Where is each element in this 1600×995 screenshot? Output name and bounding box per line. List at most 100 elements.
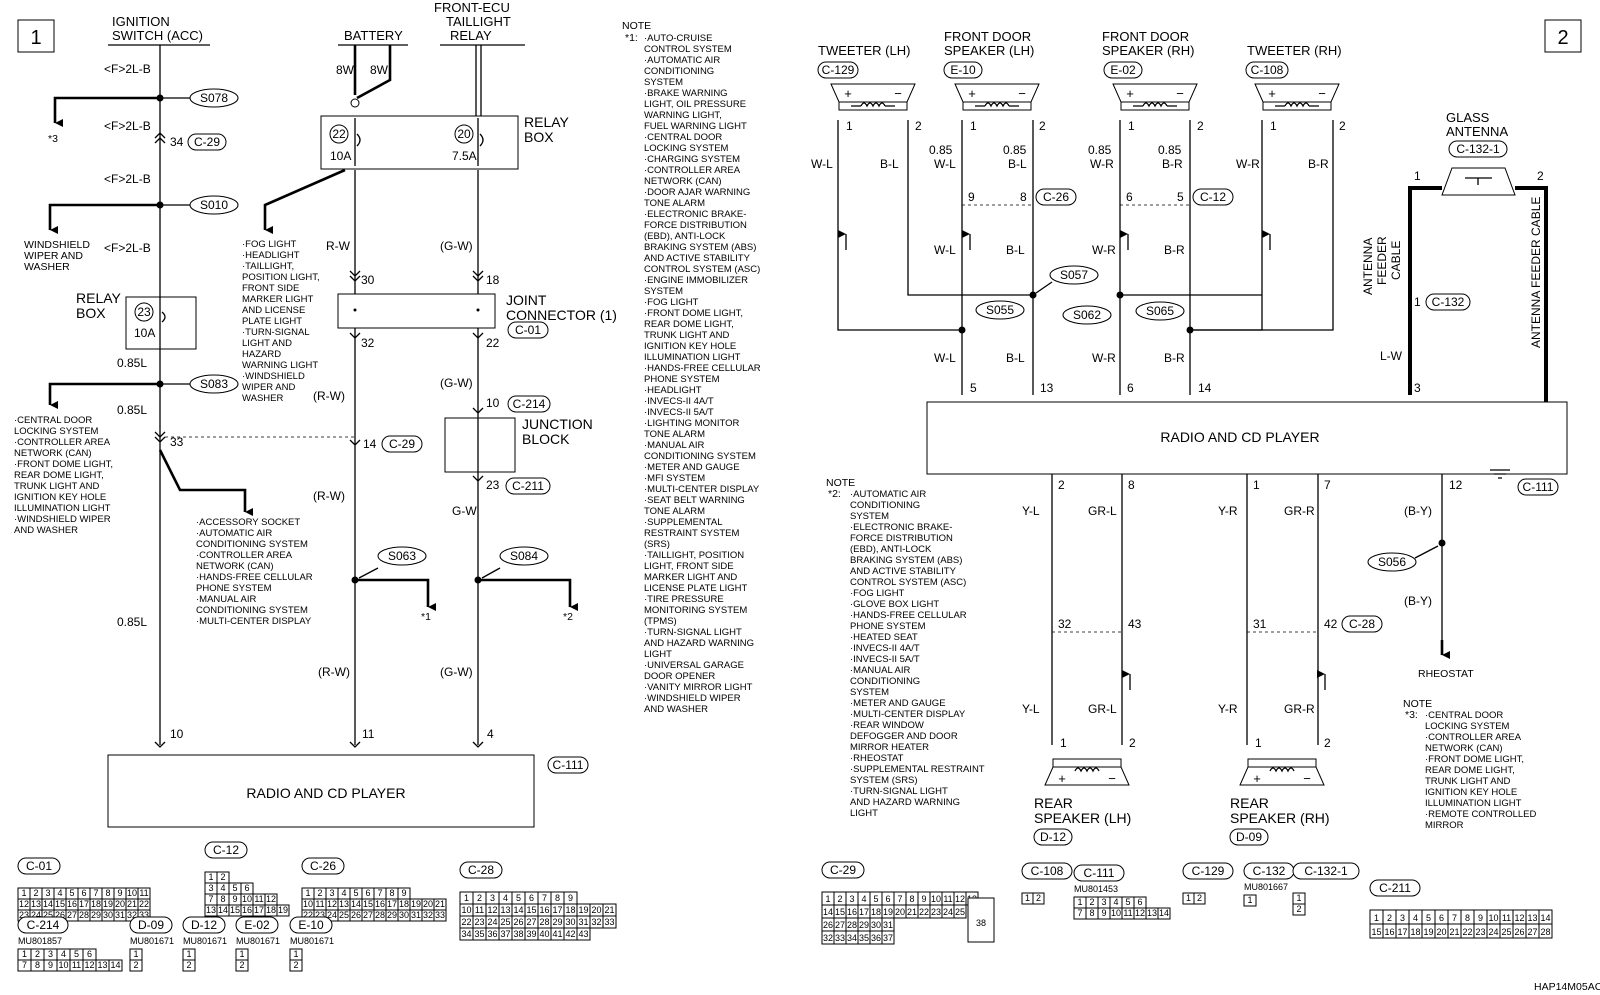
c01-pin-27: 27 xyxy=(67,910,77,920)
wire-f2lb-3: <F>2L-B xyxy=(104,172,151,186)
c129-cell xyxy=(1193,892,1206,905)
conn-c29-a: C-29 xyxy=(194,135,220,149)
c28-pin-1: 1 xyxy=(464,893,469,903)
c211-pin-15: 15 xyxy=(1371,927,1381,937)
c28-pin-38: 38 xyxy=(513,929,523,939)
d12-label-box xyxy=(182,916,226,934)
c01-pin-17: 17 xyxy=(79,899,89,909)
left-list-line-4: ·FRONT DOME LIGHT, xyxy=(14,459,113,470)
c01-pin-13: 13 xyxy=(31,899,41,909)
c28-pin-29: 29 xyxy=(552,917,562,927)
note1-line-10: LOCKING SYSTEM xyxy=(644,143,729,154)
fog-list-line-1: ·HEADLIGHT xyxy=(242,250,300,261)
note1-line-56: LIGHT xyxy=(644,649,672,660)
battery-label: BATTERY xyxy=(344,28,403,43)
fuse22-circle xyxy=(329,124,349,144)
d09-label-box xyxy=(129,916,173,934)
c129-pin-1: 1 xyxy=(1186,893,1191,903)
c28-pin-19: 19 xyxy=(578,905,588,915)
c108-cell xyxy=(1032,892,1045,905)
c12-pin-4: 4 xyxy=(220,883,225,893)
c28-label-box xyxy=(459,861,503,879)
c28-pin-4: 4 xyxy=(503,893,508,903)
note3-line-7: IGNITION KEY HOLE xyxy=(1425,787,1517,798)
note1-line-48: LIGHT, FRONT SIDE xyxy=(644,561,734,572)
c26-pin-8: 8 xyxy=(389,888,394,898)
bpin-1: 1 xyxy=(1253,478,1260,492)
note1-line-38: CONDITIONING SYSTEM xyxy=(644,451,756,462)
splice-dot-s065 xyxy=(1186,326,1194,334)
c214-cell xyxy=(108,959,123,972)
section-1-number: 1 xyxy=(30,27,41,49)
chevron-4 xyxy=(472,741,484,748)
note1-line-33: ·INVECS-II 4A/T xyxy=(644,396,714,407)
c111-pin-5: 5 xyxy=(1125,897,1130,907)
c211-pin-11: 11 xyxy=(1502,913,1511,923)
accessory-list-line-3: ·CONTROLLER AREA xyxy=(196,550,293,561)
fuse23-amp: 10A xyxy=(134,326,155,340)
splice-s084-label: S084 xyxy=(510,549,538,563)
wire-wl: W-L xyxy=(811,157,833,171)
fog-list-line-13: WIPER AND xyxy=(242,382,295,393)
conn-c132-box xyxy=(1425,293,1471,311)
c28-pin-6: 6 xyxy=(529,893,534,903)
note2-line-19: ·METER AND GAUGE xyxy=(850,698,946,709)
note1-title: NOTE xyxy=(622,20,651,32)
wire-085-wr: W-R xyxy=(1090,157,1114,171)
conn-c26-box xyxy=(1035,188,1077,206)
tweeter-lh-plus: + xyxy=(844,86,852,101)
note1-line-5: ·BRAKE WARNING xyxy=(644,88,728,99)
left-list-line-1: LOCKING SYSTEM xyxy=(14,426,99,437)
e02-label: E-02 xyxy=(244,918,270,932)
note1-line-2: ·AUTOMATIC AIR xyxy=(644,55,720,66)
e10-part: MU801671 xyxy=(290,936,334,946)
front-door-rh-coil xyxy=(1142,102,1168,108)
splice-s010 xyxy=(189,195,239,215)
c28-pin-7: 7 xyxy=(542,893,547,903)
c111-pin-10: 10 xyxy=(1111,908,1121,918)
note1-line-45: RESTRAINT SYSTEM xyxy=(644,528,739,539)
c111-pin-2: 2 xyxy=(1089,897,1094,907)
c29-pin-3: 3 xyxy=(849,894,854,904)
antenna-feeder-left xyxy=(1408,186,1442,395)
c26-pin-28: 28 xyxy=(375,910,385,920)
c214-pin-10: 10 xyxy=(58,960,68,970)
c29-cell xyxy=(881,930,895,945)
splice-s057-label: S057 xyxy=(1060,268,1088,282)
conn-c29-b-box xyxy=(381,435,423,453)
wire-low-wr: W-R xyxy=(1092,351,1116,365)
c28-pin-32: 32 xyxy=(591,917,601,927)
accessory-system-list: ·ACCESSORY SOCKET·AUTOMATIC AIR CONDITIO… xyxy=(196,517,313,627)
c26-pin-33: 33 xyxy=(435,910,445,920)
c211-pin-5: 5 xyxy=(1426,913,1431,923)
c29-pin-28: 28 xyxy=(847,920,857,930)
fog-list-line-11: WARNING LIGHT xyxy=(242,360,318,371)
note1-line-40: ·MFI SYSTEM xyxy=(644,473,705,484)
c28-pin-10: 10 xyxy=(461,905,471,915)
wire-rw-p3: (R-W) xyxy=(318,665,350,679)
c29-pin-35: 35 xyxy=(859,933,869,943)
fuse20-circle xyxy=(454,124,474,144)
c26-pin-31: 31 xyxy=(411,910,421,920)
branch-star1 xyxy=(355,578,436,611)
rear-speaker-lh-body xyxy=(1044,766,1130,786)
accessory-list-line-4: NETWORK (CAN) xyxy=(196,561,274,572)
c108-label: C-108 xyxy=(1031,864,1064,878)
splice-dot-s055 xyxy=(958,326,966,334)
star2-label: *2 xyxy=(563,611,573,623)
wire-085l-2: 0.85L xyxy=(117,403,147,417)
left-list-line-0: ·CENTRAL DOOR xyxy=(14,415,92,426)
c28-pin-21: 21 xyxy=(604,905,614,915)
e10-pin-1: 1 xyxy=(293,949,298,959)
c01-pin-31: 31 xyxy=(115,910,125,920)
wire-mid-wl: W-L xyxy=(934,243,956,257)
branch-fog-list xyxy=(263,168,346,234)
c29-pin-29: 29 xyxy=(859,920,869,930)
note2-line-9: ·FOG LIGHT xyxy=(850,588,905,599)
wire-rw-p1: (R-W) xyxy=(313,389,345,403)
taillight-relay-label-3: RELAY xyxy=(450,28,492,43)
pin-11: 11 xyxy=(362,727,375,741)
